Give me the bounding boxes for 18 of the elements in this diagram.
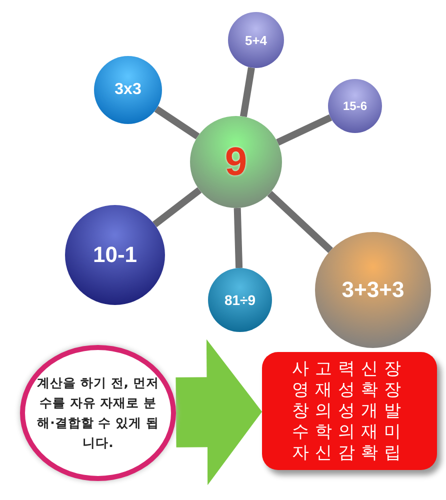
connector-line (234, 208, 243, 268)
node-label: 3+3+3 (342, 277, 404, 303)
node-label: 5+4 (244, 32, 268, 48)
connector-line (154, 106, 200, 140)
node-label: 15-6 (342, 99, 368, 113)
node-label: 10-1 (92, 242, 138, 268)
node-label: 9 (224, 140, 248, 184)
sphere-node (328, 79, 382, 133)
connector-line (267, 190, 334, 253)
rounded-box (262, 352, 437, 470)
connector-line (240, 67, 255, 118)
connector-line (276, 114, 332, 146)
connector-line (152, 187, 202, 228)
arrow (176, 339, 262, 486)
node-label: 3x3 (114, 81, 142, 99)
node-label: 계산을 하기 전, 먼저 수를 자유 자재로 분해·결합할 수 있게 됩니다. (37, 374, 159, 452)
node-label: 81÷9 (224, 292, 256, 308)
node-label: 사고력신장 영재성확장 창의성개발 수학의재미 자신감확립 (291, 358, 408, 464)
